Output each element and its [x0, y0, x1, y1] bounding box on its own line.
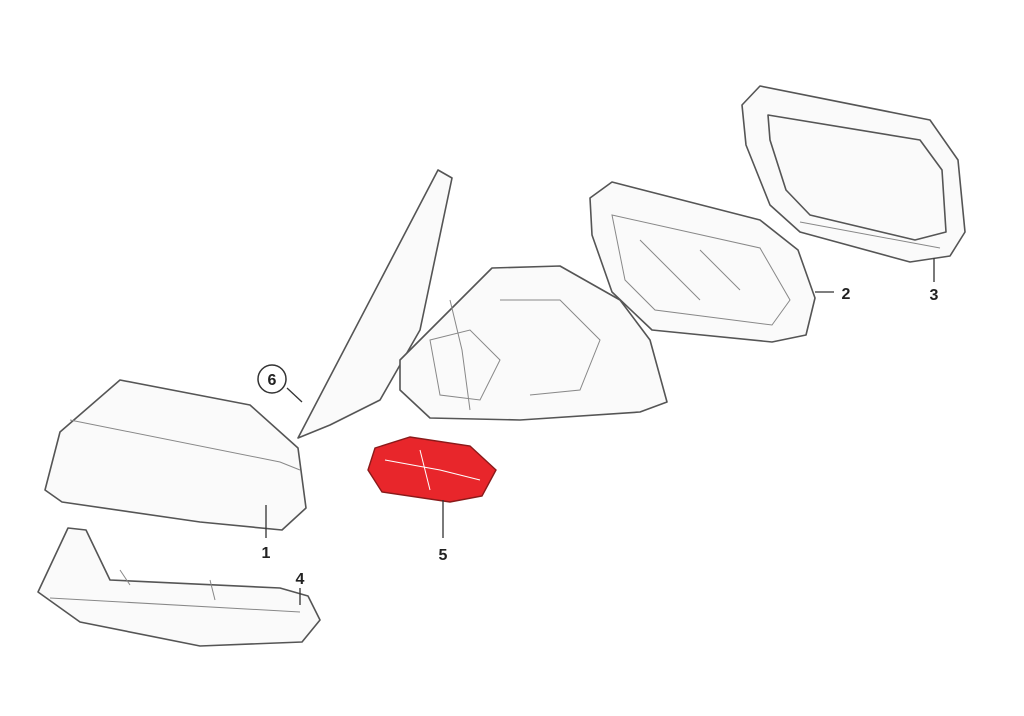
callout-4[interactable]: 4	[296, 571, 305, 588]
mirror-ring-part[interactable]	[741, 85, 966, 263]
mirror-base-part[interactable]	[297, 169, 668, 439]
callout-6[interactable]: 6	[268, 372, 277, 389]
lower-trim-part[interactable]	[37, 527, 321, 647]
callout-1[interactable]: 1	[262, 545, 271, 562]
callout-3[interactable]: 3	[930, 287, 939, 304]
callout-2[interactable]: 2	[842, 286, 851, 303]
mirror-frame-part[interactable]	[589, 181, 816, 343]
highlighted-bracket-part[interactable]	[367, 436, 497, 503]
callout-5[interactable]: 5	[439, 547, 448, 564]
mirror-cover-part[interactable]	[44, 379, 307, 531]
callout-6-circle	[257, 364, 287, 394]
